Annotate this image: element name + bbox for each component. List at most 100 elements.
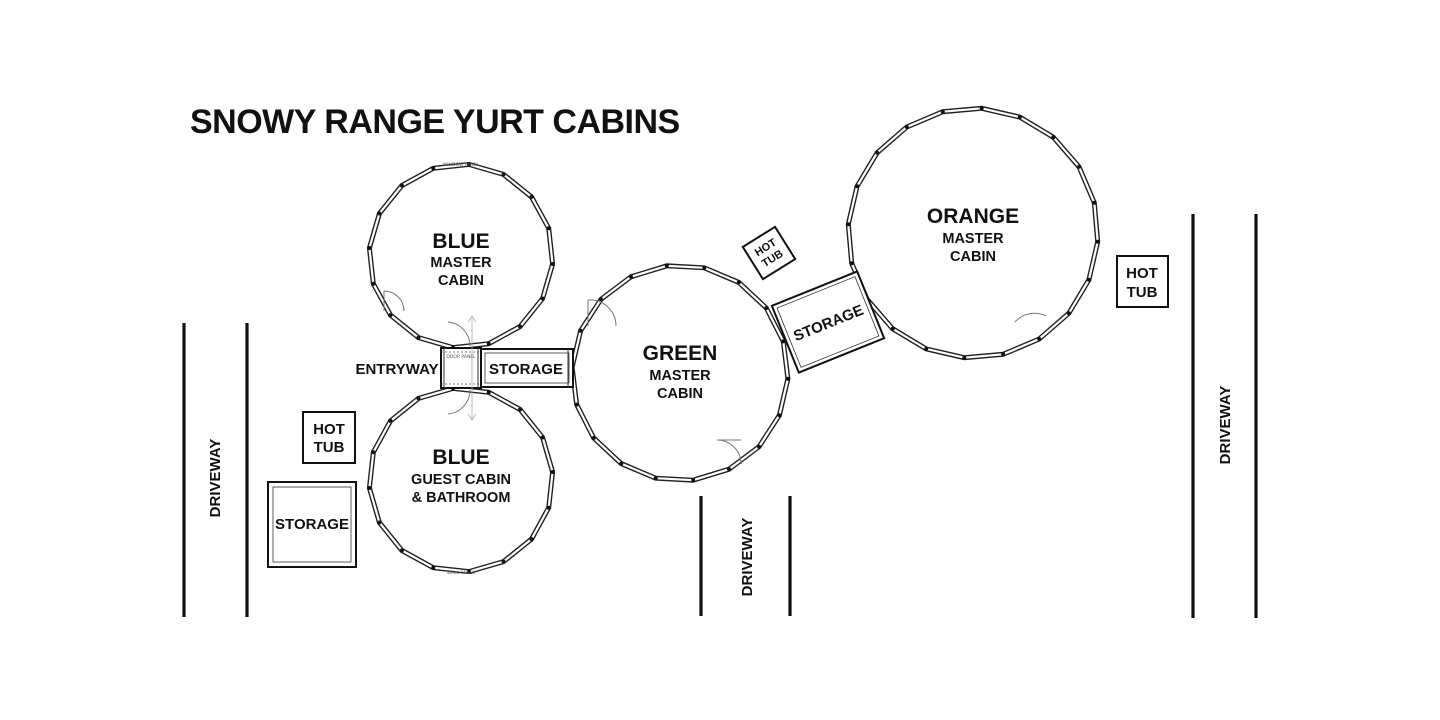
yurt-blue-guest-joint — [467, 569, 471, 574]
yurt-blue-guest-joint — [518, 407, 523, 412]
yurt-orange-joint — [1051, 135, 1056, 140]
orange-master-label: ORANGE MASTER CABIN — [927, 205, 1019, 265]
yurt-blue-guest-joint — [399, 548, 404, 553]
blue-master-color-name: BLUE — [432, 230, 489, 253]
yurt-green-joint — [781, 339, 786, 344]
hot-tub-right: HOT TUB — [1116, 255, 1169, 308]
door-swing-blue-master — [383, 290, 405, 312]
yurt-blue-master-joint — [529, 194, 534, 199]
yurt-green-joint — [757, 444, 761, 449]
yurt-orange-joint — [1077, 164, 1081, 169]
yurt-blue-master-joint — [431, 166, 436, 171]
blue-master-label: BLUE MASTER CABIN — [430, 230, 492, 289]
yurt-orange-joint — [979, 106, 984, 111]
yurt-blue-guest-joint — [377, 520, 382, 525]
yurt-orange-joint — [1092, 200, 1097, 205]
panel-label-window: WINDOW PANEL — [443, 162, 480, 168]
yurt-blue-master-joint — [486, 341, 491, 346]
yurt-blue-guest-joint — [486, 390, 491, 395]
door-swing-orange — [1014, 312, 1047, 323]
yurt-green-joint — [785, 376, 790, 381]
yurt-orange-joint — [875, 150, 880, 155]
hot-tub-left-line2: TUB — [314, 439, 345, 456]
yurt-green-joint — [664, 263, 669, 268]
entry-door-swing-top — [447, 321, 471, 347]
door-swing-green-west — [587, 299, 617, 327]
driveway-middle: DRIVEWAY — [699, 496, 792, 616]
yurt-orange-joint — [904, 125, 909, 129]
green-master-color-name: GREEN — [643, 342, 718, 365]
yurt-green-joint — [727, 467, 731, 472]
yurt-blue-master-joint — [377, 211, 382, 216]
yurt-green-joint — [629, 274, 633, 279]
yurt-blue-guest-joint — [388, 418, 393, 423]
yurt-blue-guest-joint — [529, 537, 534, 542]
yurt-green-joint — [691, 478, 696, 483]
yurt-orange-joint — [962, 355, 967, 360]
yurt-green-joint — [653, 476, 658, 481]
page-title: SNOWY RANGE YURT CABINS — [190, 103, 680, 141]
driveway-right: DRIVEWAY — [1191, 214, 1258, 618]
yurt-orange-joint — [849, 261, 854, 266]
yurt-green-joint — [702, 265, 707, 270]
yurt-blue-master-joint — [518, 324, 523, 329]
driveway-left: DRIVEWAY — [182, 323, 249, 617]
storage-link-room — [480, 348, 574, 388]
blue-guest-line2: & BATHROOM — [412, 490, 511, 506]
yurt-orange-joint — [1001, 352, 1006, 357]
yurt-blue-guest-joint — [371, 450, 376, 455]
yurt-blue-master-joint — [550, 262, 555, 266]
yurt-green-joint — [619, 461, 624, 466]
storage-left-room: STORAGE — [267, 481, 357, 568]
orange-master-line2: CABIN — [950, 249, 996, 265]
hot-tub-right-line1: HOT — [1126, 265, 1158, 282]
hot-tub-tilted: HOT TUB — [741, 225, 797, 281]
yurt-orange-joint — [846, 222, 851, 227]
yurt-blue-master-joint — [546, 226, 551, 231]
yurt-orange-joint — [890, 326, 895, 331]
hot-tub-left: HOT TUB — [302, 411, 356, 464]
yurt-green-joint — [777, 413, 782, 418]
blue-guest-color-name: BLUE — [432, 446, 489, 469]
blue-guest-line1: GUEST CABIN — [411, 472, 511, 488]
yurt-blue-master-joint — [388, 313, 393, 318]
green-master-line2: CABIN — [657, 386, 703, 402]
yurt-green-joint — [599, 297, 603, 302]
yurt-orange-joint — [1086, 277, 1091, 282]
yurt-blue-guest-joint — [501, 559, 506, 564]
yurt-blue-master-joint — [416, 335, 421, 340]
hot-tub-right-line2: TUB — [1127, 284, 1158, 301]
yurt-green-joint — [736, 280, 741, 285]
yurt-orange-joint — [940, 109, 945, 114]
yurt-orange-joint — [1017, 115, 1022, 120]
yurt-orange-joint — [855, 184, 860, 189]
hot-tub-left-line1: HOT — [313, 421, 345, 438]
yurt-blue-master-joint — [540, 296, 545, 301]
entryway-connector — [440, 315, 482, 421]
yurt-blue-master-joint — [501, 172, 506, 177]
yurt-green-joint — [591, 436, 596, 440]
yurt-orange-joint — [1037, 337, 1042, 341]
panel-label-wall: WALL PANEL — [447, 570, 475, 576]
blue-master-line1: MASTER — [430, 255, 492, 271]
green-master-line1: MASTER — [649, 368, 711, 384]
driveway-right-label: DRIVEWAY — [1217, 386, 1234, 465]
blue-guest-label: BLUE GUEST CABIN & BATHROOM — [411, 446, 511, 506]
yurt-orange-joint — [924, 346, 929, 351]
storage-tilted-room: STORAGE — [770, 270, 886, 374]
panel-label-door: DOOR PANEL — [446, 354, 476, 360]
yurt-blue-guest-joint — [550, 470, 555, 474]
entry-door-swing-bottom — [447, 389, 471, 415]
yurt-blue-guest-joint — [416, 396, 421, 401]
yurt-blue-master-joint — [467, 162, 471, 167]
driveway-middle-label: DRIVEWAY — [739, 518, 756, 597]
yurt-green-joint — [574, 402, 579, 407]
blue-master-line2: CABIN — [438, 273, 484, 289]
yurt-blue-guest — [366, 385, 556, 575]
green-master-label: GREEN MASTER CABIN — [643, 342, 718, 402]
yurt-blue-guest-joint — [546, 505, 551, 510]
yurt-blue-guest-joint — [367, 486, 372, 490]
yurt-blue-master — [366, 161, 556, 351]
orange-master-line1: MASTER — [942, 231, 1004, 247]
yurt-blue-guest-joint — [431, 565, 436, 570]
